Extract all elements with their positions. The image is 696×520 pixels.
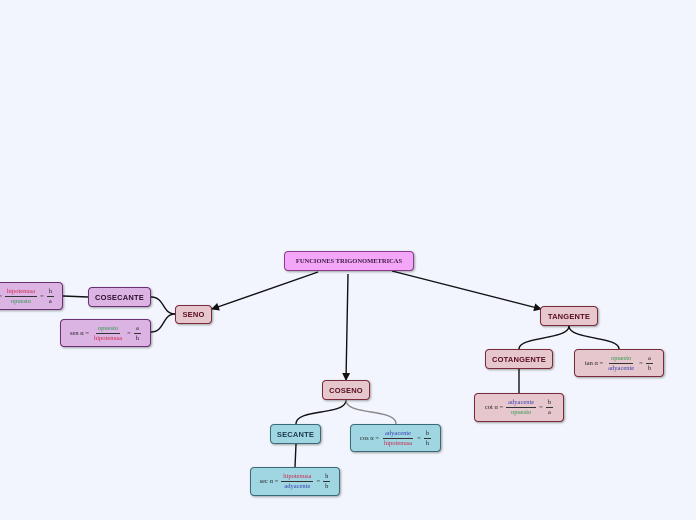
cos-formula-node[interactable]: cos α = adyacente hipotenusa = b h [350,424,441,452]
sec-fraction: hipotenusa adyacente [281,473,314,490]
cosecante-node[interactable]: COSECANTE [88,287,151,307]
root-node[interactable]: FUNCIONES TRIGONOMETRICAS [284,251,414,271]
coseno-label: COSENO [329,385,363,395]
secante-label: SECANTE [276,429,315,439]
tangente-node[interactable]: TANGENTE [540,306,598,326]
seno-node[interactable]: SENO [175,305,212,324]
cot-fraction: adyacente opuesto [506,399,537,416]
sec-ratio: h b [323,473,331,490]
cotangente-node[interactable]: COTANGENTE [485,349,553,369]
coseno-node[interactable]: COSENO [322,380,370,400]
seno-label: SENO [182,310,205,319]
tangente-label: TANGENTE [547,311,591,321]
cot-ratio: b a [545,399,554,416]
sin-fraction: opuesto hipotenusa [93,324,123,342]
sin-lhs: sen α = [69,329,89,337]
root-label: FUNCIONES TRIGONOMETRICAS [295,257,403,265]
sin-formula-node[interactable]: sen α = opuesto hipotenusa = a h [60,319,151,347]
csc-ratio: h a [46,287,54,305]
secante-node[interactable]: SECANTE [270,424,321,444]
tan-ratio: a b [646,354,653,372]
csc-lhs: = [0,292,2,300]
cot-lhs: cot α = [484,404,504,411]
cotangente-label: COTANGENTE [492,354,546,364]
sec-formula-node[interactable]: sec α = hipotenusa adyacente = h b [250,467,340,496]
cot-formula-node[interactable]: cot α = adyacente opuesto = b a [474,393,564,422]
tan-formula-node[interactable]: tan α = opuesto adyacente = a b [574,349,664,377]
sin-ratio: a h [133,324,141,342]
csc-formula-node[interactable]: = hipotenusa opuesto = h a [0,282,63,310]
cos-fraction: adyacente hipotenusa [383,429,414,447]
tan-fraction: opuesto adyacente [608,354,635,372]
cosecante-label: COSECANTE [95,292,144,302]
csc-fraction: hipotenusa opuesto [4,287,38,305]
cos-lhs: cos α = [359,434,379,442]
sec-lhs: sec α = [259,478,279,485]
tan-lhs: tan α = [584,359,604,367]
cos-ratio: b h [423,429,432,447]
